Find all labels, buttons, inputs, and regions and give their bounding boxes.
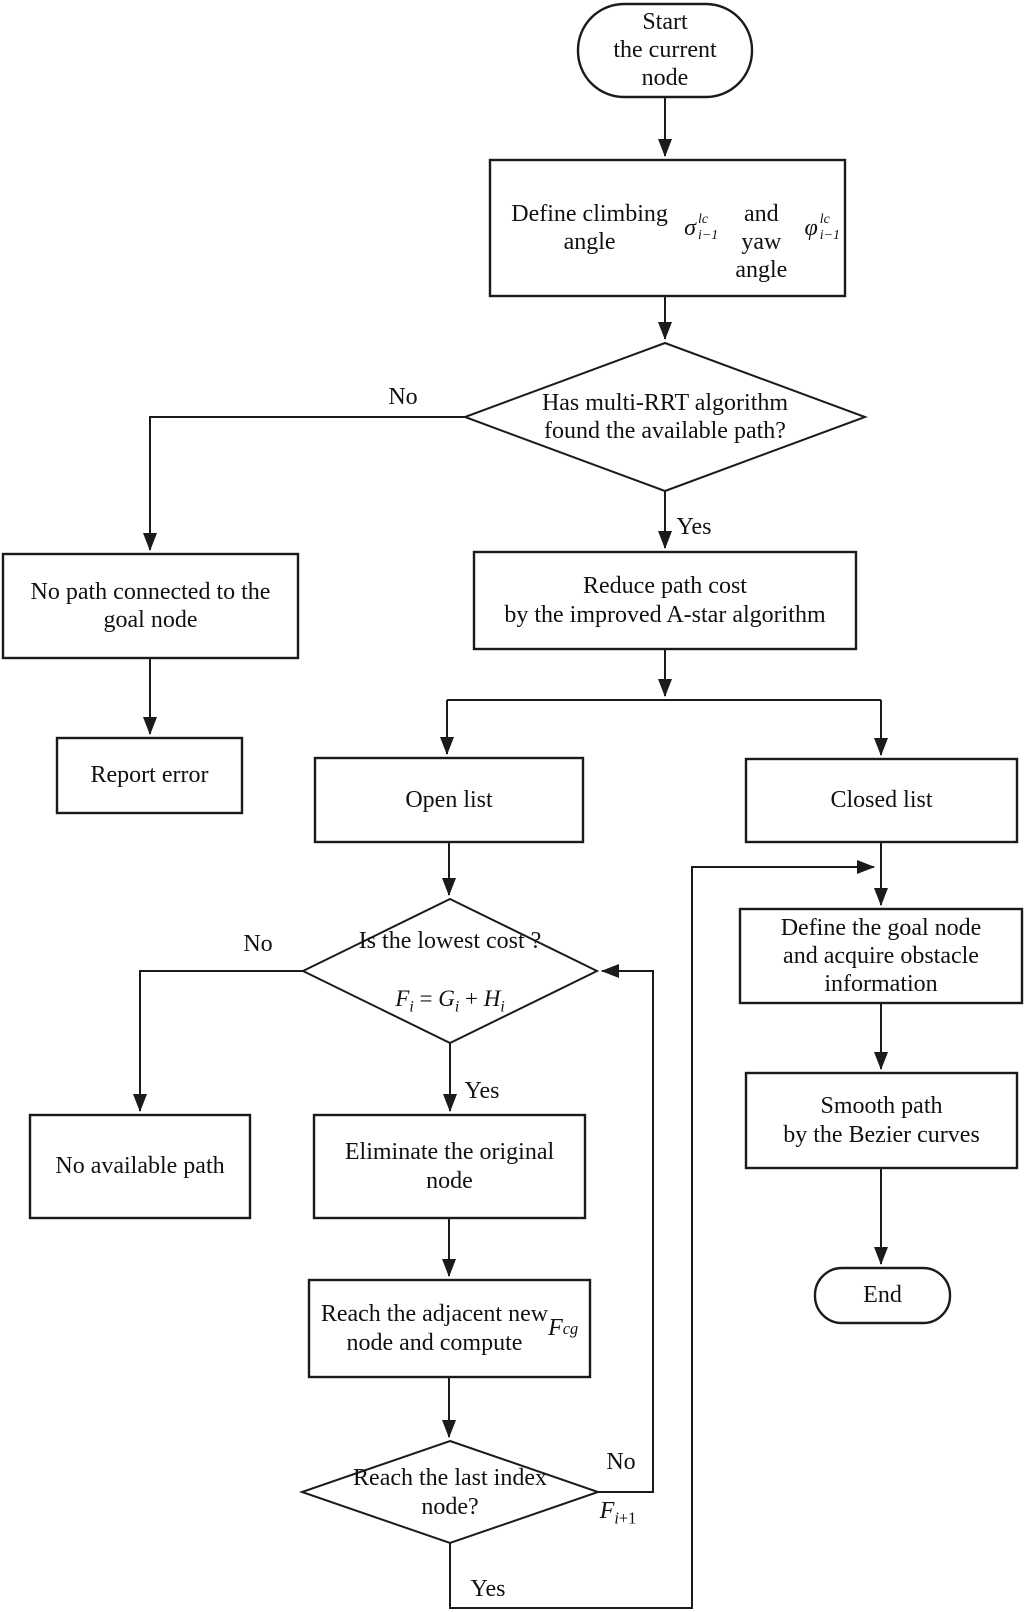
lowest-cost-decision-label: Is the lowest cost ? Fi = Gi + Hi [320,922,580,1022]
end-node-label: End [863,1282,902,1309]
last-index-yes-branch-label: Yes [470,1576,506,1602]
no-available-box-shape [28,1113,252,1220]
end-terminator-shape [813,1266,952,1325]
eliminate-label: Eliminate the original node [344,1139,555,1194]
closed-list-label: Closed list [830,787,933,814]
edge-last-index-yes-loop [449,860,875,1609]
report-error-label: Report error [90,762,209,789]
smooth-path-label: Smooth path by the Bezier curves [783,1093,980,1148]
define-angles-box-shape [488,158,847,298]
report-error-box-shape [55,736,244,815]
last-index-no-formula-label: Fi+1 [599,1497,637,1528]
start-node-label: Start the current node [613,8,717,92]
rrt-no-branch-label: No [388,384,418,410]
edge-lowest-no-to-no-available [133,970,303,1112]
no-path-label: No path connected to the goal node [30,578,271,633]
lowest-yes-branch-label: Yes [464,1078,500,1104]
edge-last-index-no-loop [598,964,654,1493]
no-available-label: No available path [55,1153,225,1180]
reduce-cost-label: Reduce path cost by the improved A-star … [504,573,826,628]
define-goal-label: Define the goal node and acquire obstacl… [780,914,982,998]
reach-adjacent-label: Reach the adjacent new node and compute … [320,1301,579,1356]
rrt-decision-label: Has multi-RRT algorithm found the availa… [541,389,789,444]
last-index-decision-label: Reach the last index node? [353,1465,547,1520]
last-index-no-branch-label: No [606,1449,636,1475]
lowest-cost-formula: Fi = Gi + Hi [395,986,505,1016]
open-list-label: Open list [405,786,493,813]
lowest-no-branch-label: No [243,931,273,957]
lowest-cost-question: Is the lowest cost ? [358,927,542,954]
edge-rrt-no-to-no-path [143,416,465,551]
rrt-yes-branch-label: Yes [676,514,712,540]
